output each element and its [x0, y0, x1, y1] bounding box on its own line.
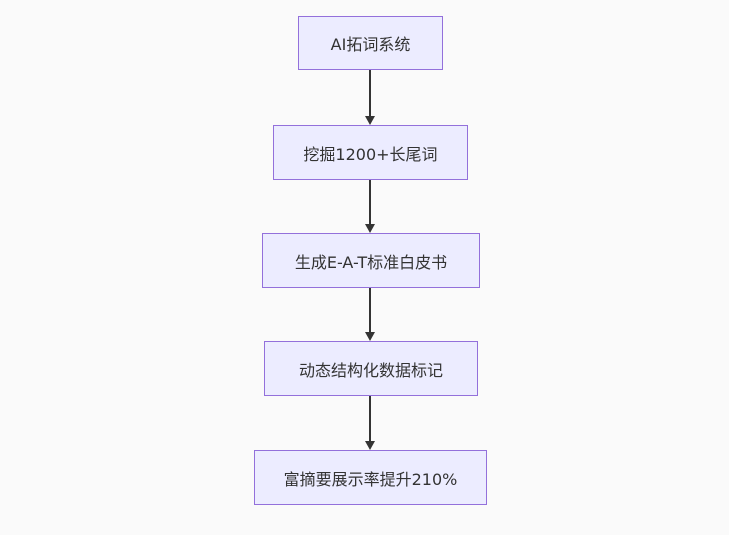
arrow-line [369, 288, 371, 333]
arrow-line [369, 70, 371, 117]
arrow-line [369, 180, 371, 225]
flow-node-label: 富摘要展示率提升210% [283, 469, 458, 489]
arrow-head-icon [365, 224, 375, 233]
flow-node-ai-expansion-system: AI拓词系统 [298, 16, 443, 70]
flow-node-label: 挖掘1200+长尾词 [303, 144, 438, 164]
flow-node-label: AI拓词系统 [330, 35, 411, 54]
flow-arrow-3 [365, 288, 375, 341]
arrow-head-icon [365, 441, 375, 450]
flow-node-rich-snippet-result: 富摘要展示率提升210% [254, 450, 487, 505]
flow-arrow-2 [365, 180, 375, 233]
flow-arrow-1 [365, 70, 375, 125]
flow-arrow-4 [365, 396, 375, 450]
arrow-line [369, 396, 371, 442]
flow-node-label: 动态结构化数据标记 [298, 360, 443, 380]
arrow-head-icon [365, 332, 375, 341]
flow-node-longtail-mining: 挖掘1200+长尾词 [273, 125, 468, 180]
flow-node-structured-data-markup: 动态结构化数据标记 [264, 341, 478, 396]
arrow-head-icon [365, 116, 375, 125]
flow-node-eat-whitepaper: 生成E-A-T标准白皮书 [262, 233, 480, 288]
flow-node-label: 生成E-A-T标准白皮书 [294, 252, 448, 272]
